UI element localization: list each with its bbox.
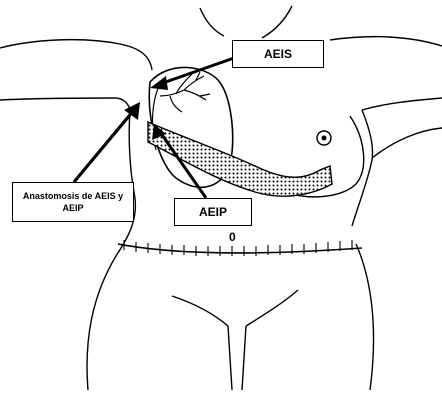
right-hip-outline [356, 244, 374, 390]
groin-right [246, 290, 298, 326]
marker-label: 0 [229, 230, 236, 244]
aeis-label-box: AEIS [232, 40, 324, 68]
anastomosis-label-box: Anastomosis de AEIS y AEIP [12, 182, 134, 222]
right-arm-lower [372, 128, 442, 158]
abdominal-incision [118, 244, 362, 253]
arrow-anastomosis [74, 102, 140, 182]
groin-center [228, 326, 246, 390]
neck-left-line [200, 8, 224, 36]
right-nipple-inner [322, 136, 327, 141]
left-arm-outline [0, 98, 130, 110]
aeis-label: AEIS [264, 47, 292, 61]
groin-left [172, 296, 228, 326]
aeip-label-box: AEIP [174, 198, 252, 226]
right-arm-outline [362, 98, 442, 110]
left-shoulder-outline [0, 40, 152, 70]
right-torso-outline [352, 110, 373, 226]
anastomosis-label: Anastomosis de AEIS y AEIP [17, 190, 129, 214]
neck-right-line [262, 6, 292, 38]
right-shoulder-outline [330, 37, 442, 46]
aeip-label: AEIP [199, 205, 227, 219]
left-hip-outline [87, 256, 116, 390]
